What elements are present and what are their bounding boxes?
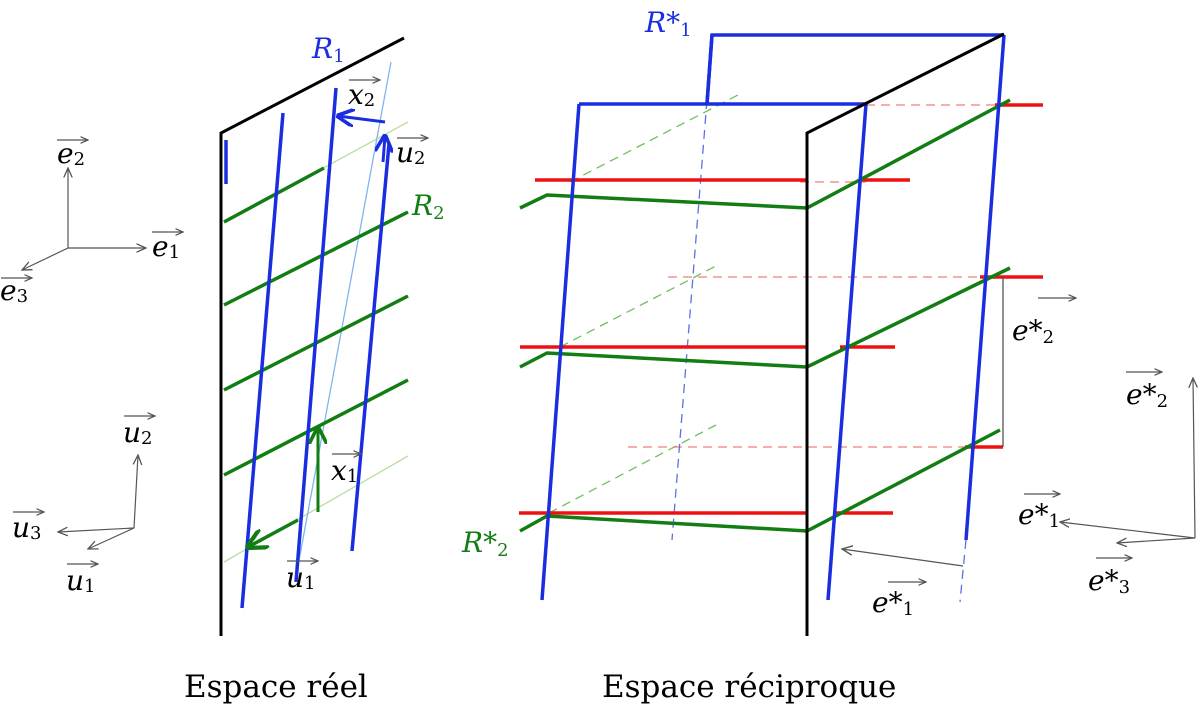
u2-axis: [134, 455, 138, 529]
hidden-blue-dash: [671, 99, 708, 541]
svg-text:e3: e3: [0, 274, 28, 307]
hidden-green-dash: [548, 424, 717, 514]
svg-text:e1: e1: [152, 230, 180, 263]
svg-text:u2: u2: [396, 136, 426, 169]
e1-star-span-label: e*1: [872, 582, 926, 620]
r1-plane-line: [240, 112, 285, 609]
x2-arrow: [338, 116, 386, 122]
r2-star-label: R*2: [461, 526, 509, 561]
e1-star-span-arrow: [842, 549, 964, 567]
e3-star-axis: [1117, 537, 1196, 543]
u2-axis-label: u2: [123, 416, 155, 449]
green-plane: [519, 428, 1001, 533]
real-frame: [219, 36, 405, 636]
light-blue-guide: [297, 61, 392, 567]
u1-axis-label: u1: [66, 564, 98, 597]
blue-plane-lines: [540, 33, 1006, 601]
real-axes-u: u2 u3 u1: [12, 416, 155, 597]
x2-vector-label: x2: [348, 78, 380, 111]
hidden-green-dash: [569, 94, 739, 183]
svg-text:x1: x1: [331, 454, 358, 487]
svg-text:e*1: e*1: [872, 586, 914, 620]
svg-text:e*2: e*2: [1012, 314, 1054, 348]
e3-axis: [22, 247, 69, 270]
svg-text:e2: e2: [57, 137, 85, 170]
real-axes-e: e2 e1 e3: [0, 137, 183, 307]
r2-plane-line: [223, 378, 409, 477]
e2-star-axis-label: e*2: [1126, 372, 1168, 412]
reciprocal-space-caption: Espace réciproque: [602, 669, 896, 705]
e1-star-axis: [1060, 522, 1196, 539]
real-space-panel: R1 R2 x2 u2 x1 u1 Espace réel: [184, 32, 445, 705]
blue-plane-top: [705, 33, 1004, 104]
svg-text:u1: u1: [286, 561, 316, 594]
e2-label: e2: [57, 137, 88, 170]
r1-plane-line: [350, 143, 391, 552]
e2-star-axis: [1193, 378, 1195, 539]
u1-axis: [88, 527, 135, 549]
r2-plane-line: [223, 210, 409, 307]
x1-vector-label: x1: [331, 454, 361, 487]
r2-label: R2: [411, 189, 445, 224]
svg-text:e*2: e*2: [1126, 378, 1168, 412]
svg-text:u1: u1: [66, 564, 96, 597]
svg-text:u2: u2: [123, 416, 153, 449]
svg-text:x2: x2: [348, 78, 375, 111]
u2-top-arrow: [383, 136, 385, 163]
hidden-blue-dash: [959, 539, 967, 603]
reciprocal-axes: e*2 e*1 e*3: [1018, 372, 1195, 598]
r1-plane-lines: [224, 87, 391, 609]
svg-text:u3: u3: [12, 511, 42, 544]
u3-axis: [58, 528, 135, 532]
r1-plane-line: [294, 87, 338, 583]
u3-axis-label: u3: [12, 511, 44, 544]
e2-star-span-label: e*2: [1012, 298, 1076, 348]
red-plane-lines: [519, 103, 1043, 515]
u2-vector-label-top: u2: [396, 136, 428, 169]
svg-text:e*3: e*3: [1088, 564, 1130, 598]
e1-label: e1: [152, 230, 183, 263]
u1-diag-arrow: [248, 518, 299, 547]
blue-plane-top-left-lift: [705, 34, 714, 105]
hidden-green-dash: [559, 265, 717, 348]
svg-text:e*1: e*1: [1018, 498, 1060, 532]
green-plane-lines: [519, 98, 1011, 533]
blue-plane-mid-edge: [826, 103, 868, 601]
green-plane: [519, 266, 1011, 369]
r1-label: R1: [311, 32, 345, 67]
blue-plane-right-edge: [964, 34, 1006, 541]
e3-star-axis-label: e*3: [1088, 558, 1132, 598]
r1-star-label: R*1: [644, 6, 692, 41]
u1-vector-label: u1: [286, 561, 318, 594]
reciprocal-space-panel: R*1 R*2 e*2 e*1 Espace réciproque: [461, 6, 1076, 705]
e3-label: e3: [0, 274, 32, 307]
real-space-caption: Espace réel: [184, 669, 368, 705]
reciprocal-frame: [805, 32, 1005, 636]
green-plane: [519, 98, 1011, 210]
e1-star-axis-label: e*1: [1018, 494, 1060, 532]
r2-plane-line: [223, 166, 325, 224]
blue-plane-left-edge: [540, 103, 581, 601]
